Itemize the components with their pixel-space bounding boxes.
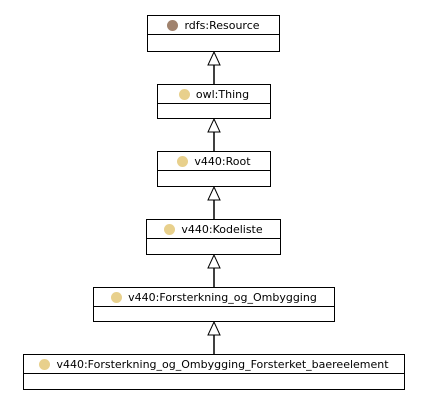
class-node-header: v440:Kodeliste [147,220,280,239]
class-node-header: v440:Forsterkning_og_Ombygging_Forsterke… [24,355,404,374]
class-dot-icon [177,155,189,167]
class-node-v440-forsterkning-og-ombygging[interactable]: v440:Forsterkning_og_Ombygging [93,287,335,322]
class-dot-icon [39,358,51,370]
class-node-label: owl:Thing [195,87,250,101]
class-node-label: rdfs:Resource [184,18,260,32]
edge-v440-root-to-owl-thing [207,117,221,151]
edge-v440-kodeliste-to-v440-root [207,185,221,219]
edge-forsterkning-to-kodeliste [207,253,221,287]
class-node-v440-root[interactable]: v440:Root [157,151,271,187]
class-node-header: v440:Root [158,152,270,171]
class-node-rdfs-resource[interactable]: rdfs:Resource [147,15,280,52]
class-node-header: rdfs:Resource [148,16,279,35]
class-node-v440-forsterkning-og-ombygging-forsterket-baereelement[interactable]: v440:Forsterkning_og_Ombygging_Forsterke… [23,354,405,390]
class-node-label: v440:Forsterkning_og_Ombygging [128,290,317,304]
class-node-label: v440:Root [194,154,251,168]
class-node-label: v440:Kodeliste [181,222,263,236]
class-dot-icon [167,19,179,31]
class-dot-icon [111,291,123,303]
class-node-label: v440:Forsterkning_og_Ombygging_Forsterke… [56,357,389,371]
edge-forsterket-baereelement-to-forsterkning [207,320,221,354]
class-dot-icon [178,88,190,100]
class-node-v440-kodeliste[interactable]: v440:Kodeliste [146,219,281,255]
class-node-owl-thing[interactable]: owl:Thing [157,84,271,119]
edge-owl-thing-to-rdfs-resource [207,50,221,84]
class-node-header: v440:Forsterkning_og_Ombygging [94,288,334,307]
class-node-header: owl:Thing [158,85,270,104]
class-dot-icon [164,223,176,235]
